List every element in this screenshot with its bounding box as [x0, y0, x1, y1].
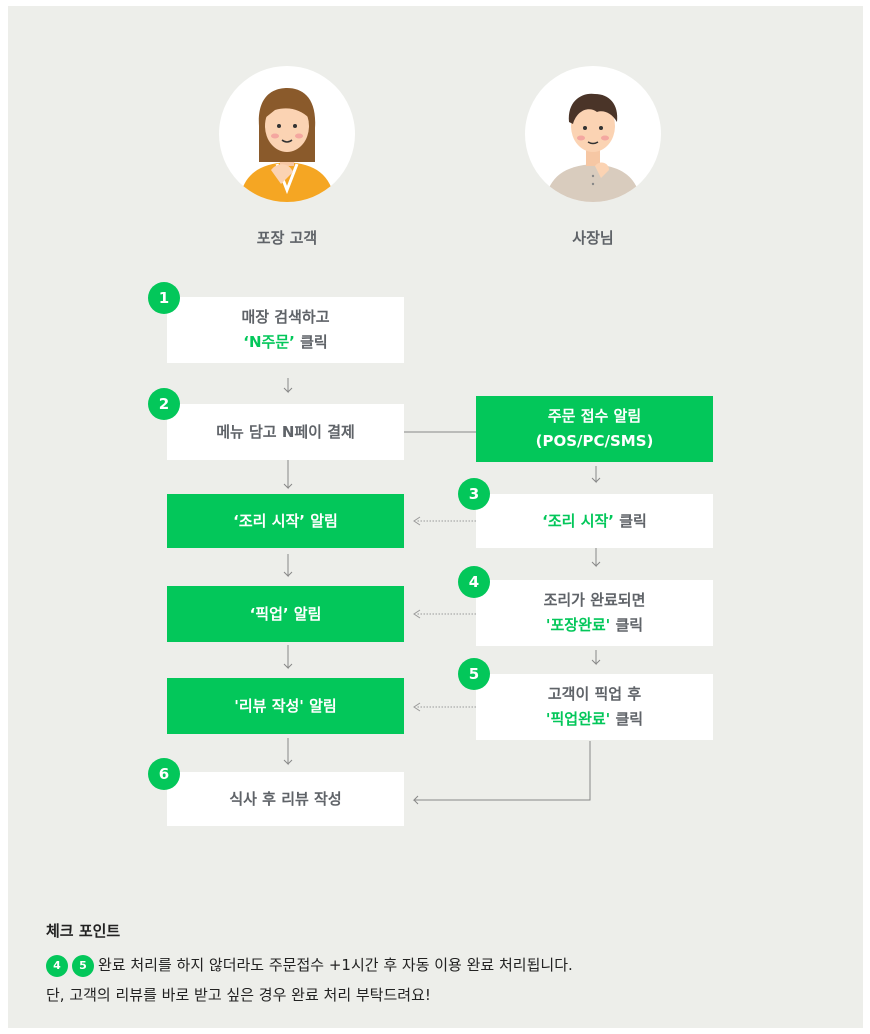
customer-avatar	[219, 66, 355, 202]
step-3-box: ‘조리 시작’ 클릭	[476, 494, 713, 548]
step-5-box: 고객이 픽업 후 '픽업완료' 클릭	[476, 674, 713, 740]
step-3-rest: 클릭	[614, 511, 647, 530]
step-4-box: 조리가 완료되면 '포장완료' 클릭	[476, 580, 713, 646]
step-2-label: 메뉴 담고 N페이 결제	[216, 422, 355, 441]
arrow-order-3	[591, 466, 601, 484]
owner-illustration	[545, 93, 641, 202]
step-4-badge: 4	[458, 566, 490, 598]
arrow-4-5	[591, 650, 601, 666]
step-1-rest: 클릭	[294, 333, 328, 351]
step-6-badge: 6	[148, 758, 180, 790]
step-3-line: ‘조리 시작’ 클릭	[542, 509, 647, 534]
customer-role-label: 포장 고객	[256, 229, 318, 247]
step-5-line1: 고객이 픽업 후	[547, 685, 642, 703]
checkpoint-title: 체크 포인트	[46, 922, 121, 940]
step-2-badge: 2	[148, 388, 180, 420]
checkpoint-text-1: 완료 처리를 하지 않더라도 주문접수 +1시간 후 자동 이용 완료 처리됩니…	[98, 956, 573, 974]
review-alert-box: '리뷰 작성' 알림	[167, 678, 404, 734]
owner-role-label: 사장님	[572, 229, 614, 247]
step-1-accent: ‘N주문’	[243, 333, 295, 351]
order-alert-box: 주문 접수 알림 (POS/PC/SMS)	[476, 396, 713, 462]
cook-start-alert-box: ‘조리 시작’ 알림	[167, 494, 404, 548]
step-6-box: 식사 후 리뷰 작성	[167, 772, 404, 826]
checkpoint-line-2: 단, 고객의 리뷰를 바로 받고 싶은 경우 완료 처리 부탁드려요!	[46, 986, 431, 1004]
pickup-alert-box: ‘픽업’ 알림	[167, 586, 404, 642]
owner-avatar	[525, 66, 661, 202]
arrow-1-2	[283, 378, 293, 394]
step-2-box: 메뉴 담고 N페이 결제	[167, 404, 404, 460]
step-5-line2: '픽업완료' 클릭	[546, 707, 643, 732]
step-5-badge: 5	[458, 658, 490, 690]
step-6-label: 식사 후 리뷰 작성	[229, 789, 342, 808]
pickup-alert-label: ‘픽업’ 알림	[249, 604, 322, 623]
step-3-accent: ‘조리 시작’	[542, 511, 614, 530]
arrow-pickup-review	[283, 645, 293, 670]
review-alert-label: '리뷰 작성' 알림	[234, 696, 337, 715]
step-4-accent: '포장완료'	[545, 616, 611, 634]
checkpoint-badge-4: 4	[46, 954, 68, 977]
arrow-3-4	[591, 548, 601, 568]
step-1-line1: 매장 검색하고	[241, 308, 330, 326]
step-3-badge: 3	[458, 478, 490, 510]
step-5-accent: '픽업완료'	[545, 710, 611, 728]
diagram-panel	[8, 6, 863, 1028]
step-1-line2: ‘N주문’ 클릭	[243, 330, 327, 355]
arrow-5-6	[412, 741, 591, 805]
step-1-badge: 1	[148, 282, 180, 314]
arrow-review-6	[283, 738, 293, 766]
customer-illustration	[239, 88, 335, 202]
order-alert-line1: 주문 접수 알림	[547, 407, 642, 425]
order-alert-line2: (POS/PC/SMS)	[535, 432, 654, 450]
step-4-line1: 조리가 완료되면	[543, 591, 646, 609]
step-1-box: 매장 검색하고 ‘N주문’ 클릭	[167, 297, 404, 363]
arrow-2-cook	[283, 460, 293, 490]
step-5-rest: 클릭	[610, 710, 644, 728]
step-4-rest: 클릭	[610, 616, 644, 634]
arrow-cook-pickup	[283, 554, 293, 578]
cook-start-alert-label: ‘조리 시작’ 알림	[233, 511, 338, 530]
step-4-line2: '포장완료' 클릭	[546, 613, 643, 638]
checkpoint-badge-5: 5	[72, 954, 94, 977]
